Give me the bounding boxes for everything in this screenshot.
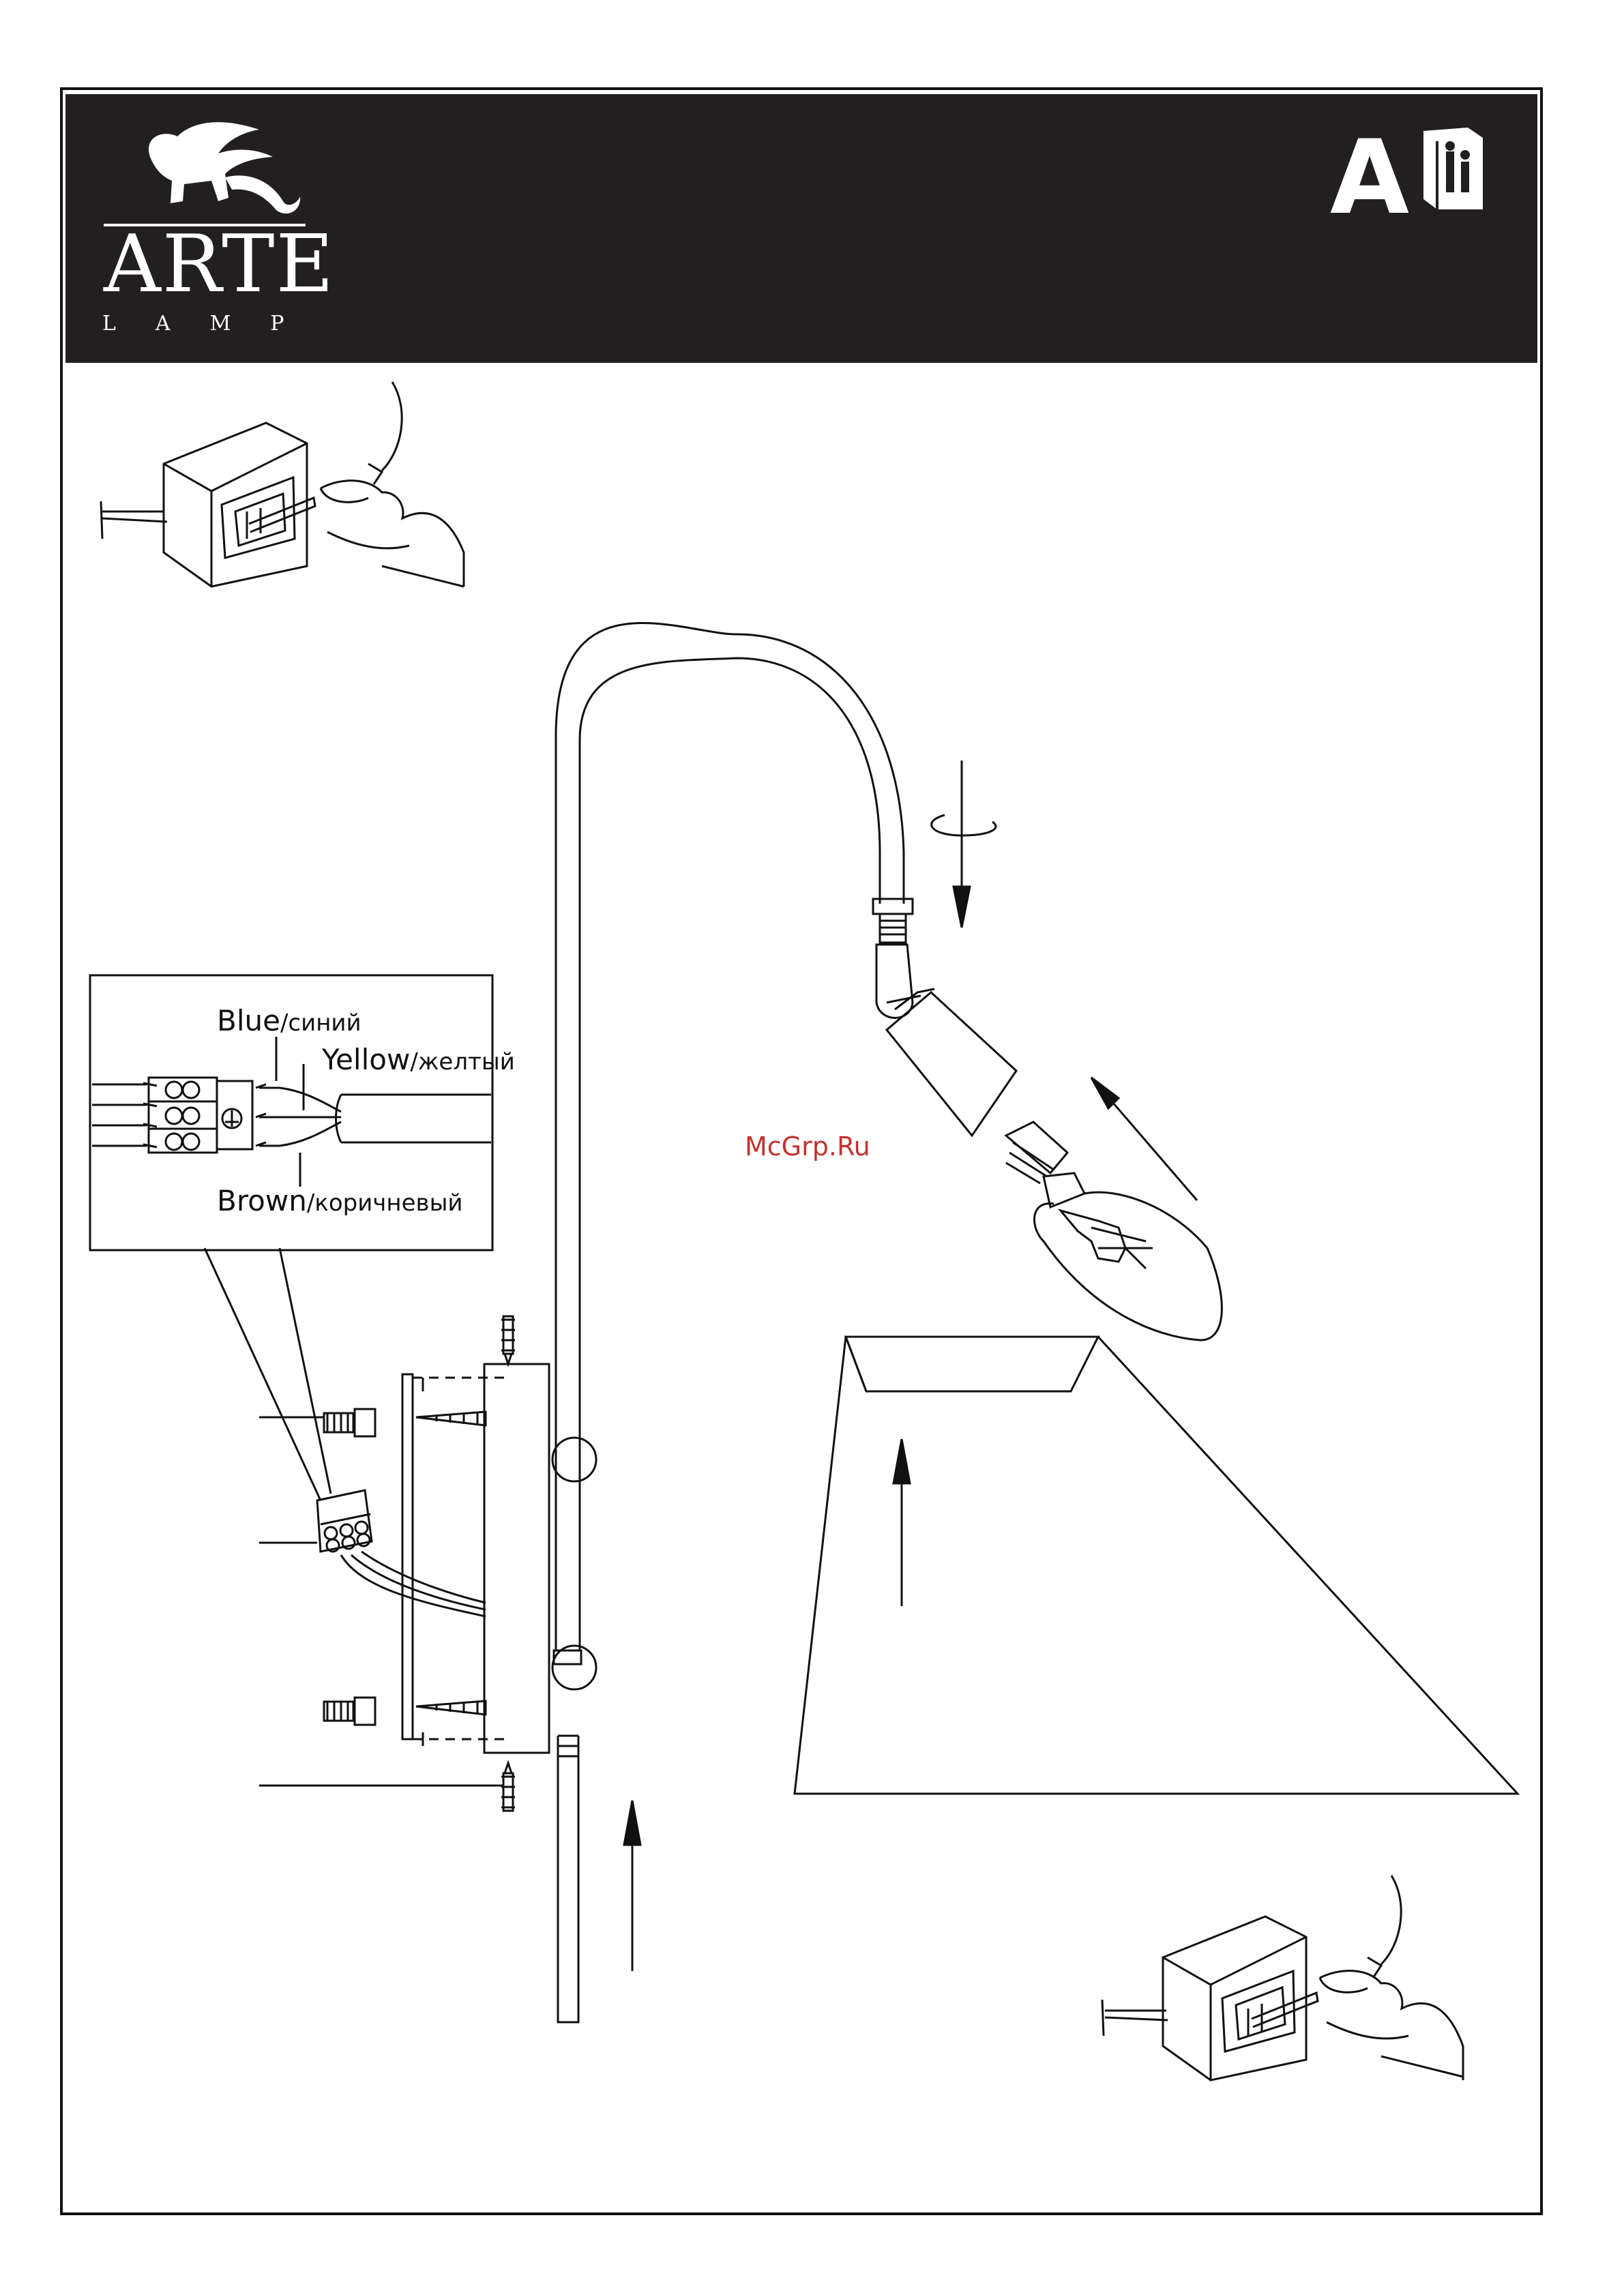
wall-mount-plate xyxy=(402,1364,596,1753)
wall-plugs xyxy=(259,1409,375,1725)
wall-screws xyxy=(416,1412,486,1715)
wiring-callout-leader xyxy=(205,1248,331,1500)
terminal-block-small xyxy=(259,1490,486,1616)
power-switch-illustration-bottom xyxy=(1102,1876,1463,2080)
lamp-shade xyxy=(795,1337,1518,1794)
lamp-arm-tube xyxy=(554,623,904,2022)
candle-bulb xyxy=(1006,1122,1222,1340)
bulb-insert-arrow xyxy=(1091,1078,1197,1200)
watermark-text: McGrp.Ru xyxy=(745,1134,870,1159)
wire-label-blue: Blue/синий xyxy=(217,1007,361,1035)
shade-insert-arrow xyxy=(894,1439,910,1606)
tube-insert-arrow xyxy=(624,1801,640,1971)
mounting-screws-vertical xyxy=(259,1316,515,1811)
wire-label-yellow: Yellow/желтый xyxy=(322,1046,515,1074)
wire-label-brown: Brown/коричневый xyxy=(217,1187,463,1215)
power-switch-illustration-top xyxy=(101,382,464,587)
rotation-arrow xyxy=(932,760,996,928)
lamp-holder xyxy=(873,899,1016,1136)
